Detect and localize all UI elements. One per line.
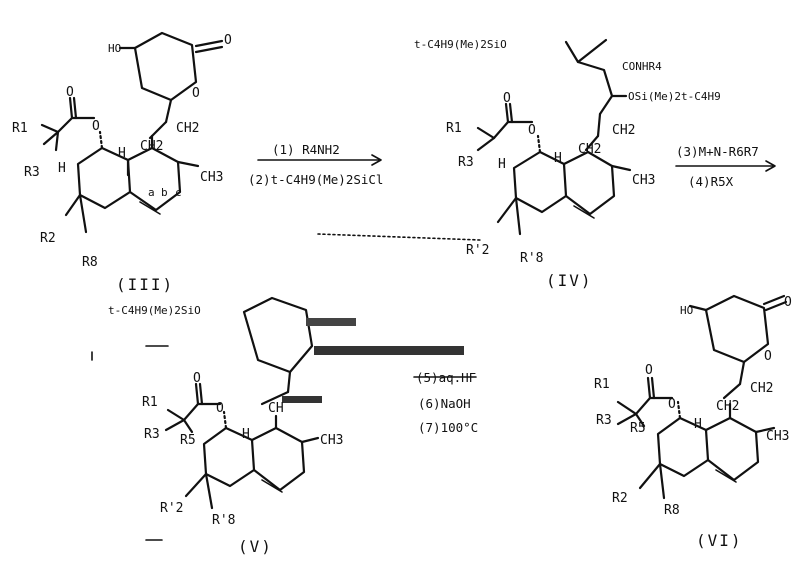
- iii-r1: R1: [12, 121, 28, 136]
- iii-ho: HO: [108, 42, 121, 55]
- step-3-label: (3)M+N-R6R7: [676, 144, 759, 159]
- step-4-label: (4)R5X: [688, 174, 734, 189]
- iii-r3: R3: [24, 165, 40, 180]
- vi-ketone-o: O: [784, 295, 792, 310]
- vi-ch3: CH3: [766, 429, 789, 444]
- reaction-arrow-1: (1) R4NH2 (2)t-C4H9(Me)2SiCl: [248, 142, 383, 187]
- iv-r8p: R'8: [520, 251, 543, 266]
- v-ch3: CH3: [320, 433, 343, 448]
- v-smudge-2: [314, 346, 464, 355]
- compound-iv-label: (IV): [546, 271, 593, 290]
- vi-r2: R2: [612, 491, 628, 506]
- compound-V: t-C4H9(Me)2SiO CH CH3 O O H R1 R3 R5 R'2…: [91, 296, 464, 556]
- iii-c: c: [175, 186, 182, 199]
- iv-r3: R3: [458, 155, 474, 170]
- iii-b: b: [161, 186, 168, 199]
- vi-ring-o: O: [764, 349, 772, 364]
- vi-ester-o2: O: [668, 397, 676, 412]
- vi-r1: R1: [594, 377, 610, 392]
- v-smudge-3: [282, 396, 322, 403]
- vi-ester-o: O: [645, 363, 653, 378]
- iv-r2p: R'2: [466, 243, 489, 258]
- iv-amide: CONHR4: [622, 60, 662, 73]
- iv-r1: R1: [446, 121, 462, 136]
- v-h: H: [242, 427, 250, 442]
- iii-ring-o: O: [192, 86, 200, 101]
- iv-ch2b: CH2: [578, 142, 601, 157]
- iii-r2: R2: [40, 231, 56, 246]
- step-7-label: (7)100°C: [418, 420, 478, 435]
- vi-ch2b: CH2: [716, 399, 739, 414]
- v-r2p: R'2: [160, 501, 183, 516]
- iii-r8: R8: [82, 255, 98, 270]
- iii-ketone-o: O: [224, 33, 232, 48]
- iii-ch2: CH2: [176, 121, 199, 136]
- vi-r5: R5: [630, 421, 646, 436]
- compound-vi-label: (VI): [696, 531, 743, 550]
- reaction-arrow-2: (3)M+N-R6R7 (4)R5X: [675, 144, 776, 189]
- v-smudge-1: [306, 318, 356, 326]
- iii-h: H: [118, 146, 126, 161]
- iii-ester-o2: O: [92, 119, 100, 134]
- iv-ester-o: O: [503, 91, 511, 106]
- iv-ch2: CH2: [612, 123, 635, 138]
- vi-h: H: [694, 417, 702, 432]
- v-silyl: t-C4H9(Me)2SiO: [108, 304, 201, 317]
- v-r1: R1: [142, 395, 158, 410]
- step-6-label: (6)NaOH: [418, 396, 471, 411]
- compound-IV: t-C4H9(Me)2SiO CONHR4 OSi(Me)2t-C4H9 CH2…: [317, 38, 721, 290]
- iii-ch2b: CH2: [140, 139, 163, 154]
- step-2-label: (2)t-C4H9(Me)2SiCl: [248, 172, 383, 187]
- v-r5: R5: [180, 433, 196, 448]
- iv-h: H: [554, 151, 562, 166]
- v-ch: CH: [268, 401, 284, 416]
- vi-r3: R3: [596, 413, 612, 428]
- iv-silyl-side: OSi(Me)2t-C4H9: [628, 90, 721, 103]
- iv-ester-o2: O: [528, 123, 536, 138]
- v-r8p: R'8: [212, 513, 235, 528]
- compound-v-label: (V): [238, 537, 273, 556]
- vi-ch2: CH2: [750, 381, 773, 396]
- iii-h2: H: [58, 161, 66, 176]
- step-1-label: (1) R4NH2: [272, 142, 340, 157]
- v-ester-o2: O: [216, 401, 224, 416]
- compound-III: HO O O CH2 CH2 CH3 O O H H R1 R3 R2 R8 a…: [12, 31, 232, 294]
- reaction-arrow-3: (5)aq.HF (6)NaOH (7)100°C: [413, 370, 478, 435]
- iii-ch3: CH3: [200, 170, 223, 185]
- v-r3: R3: [144, 427, 160, 442]
- vi-ho: HO: [680, 304, 693, 317]
- compound-iii-label: (III): [116, 275, 174, 294]
- iii-a: a: [148, 186, 155, 199]
- iv-ch3: CH3: [632, 173, 655, 188]
- vi-r8: R8: [664, 503, 680, 518]
- iv-silyl-top: t-C4H9(Me)2SiO: [414, 38, 507, 51]
- compound-VI: HO O O CH2 CH2 CH3 O O H R1 R3 R5 R2 R8 …: [594, 294, 792, 550]
- v-ester-o: O: [193, 371, 201, 386]
- iv-h2: H: [498, 157, 506, 172]
- iii-ester-o: O: [66, 85, 74, 100]
